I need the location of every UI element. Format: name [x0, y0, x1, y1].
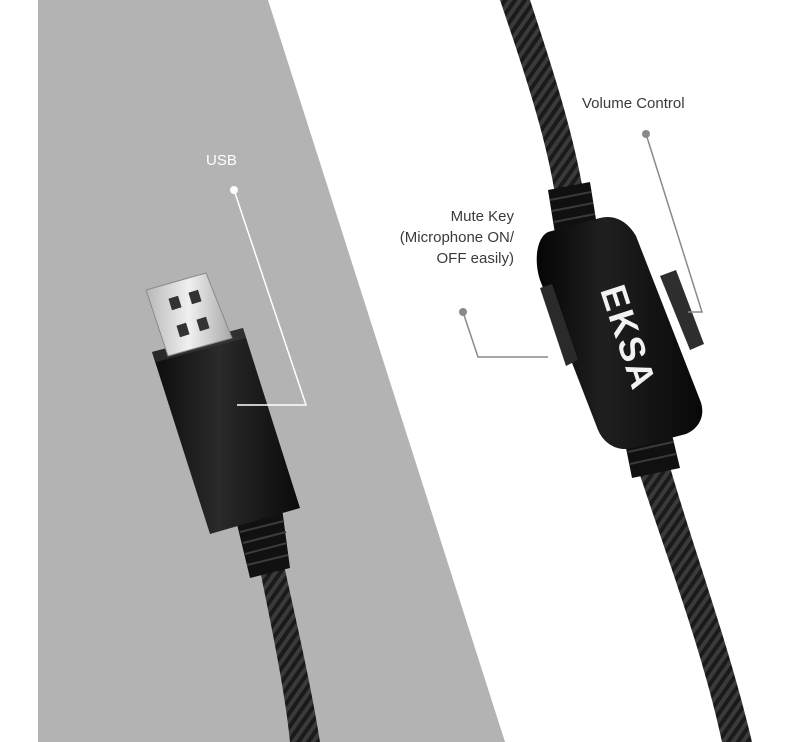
control-cable-bottom	[632, 446, 752, 742]
usb-label: USB	[206, 152, 237, 169]
mute-key-label-line-3: OFF easily)	[436, 250, 514, 267]
mute-callout-dot	[459, 308, 467, 316]
usb-strain-relief	[236, 508, 290, 578]
mute-key-label-line-1: Mute Key	[450, 208, 514, 225]
gray-background-panel	[38, 0, 505, 742]
usb-callout-dot	[230, 186, 238, 194]
mute-key-button	[540, 284, 578, 366]
mute-key-label-line-2: (Microphone ON/	[399, 229, 514, 246]
mute-callout-line	[462, 311, 548, 358]
mute-key-label: Mute Key (Microphone ON/ OFF easily)	[400, 206, 514, 269]
volume-callout-dot	[642, 130, 650, 138]
volume-callout-line	[645, 133, 704, 313]
usb-metal-connector	[145, 272, 233, 357]
volume-control-wheel	[660, 270, 704, 350]
inline-control-box	[536, 216, 703, 450]
usb-plug-body	[152, 328, 300, 534]
usb-callout-line	[233, 189, 308, 406]
usb-cable	[258, 556, 320, 742]
control-cable-top	[500, 0, 584, 200]
volume-control-label: Volume Control	[582, 95, 685, 112]
